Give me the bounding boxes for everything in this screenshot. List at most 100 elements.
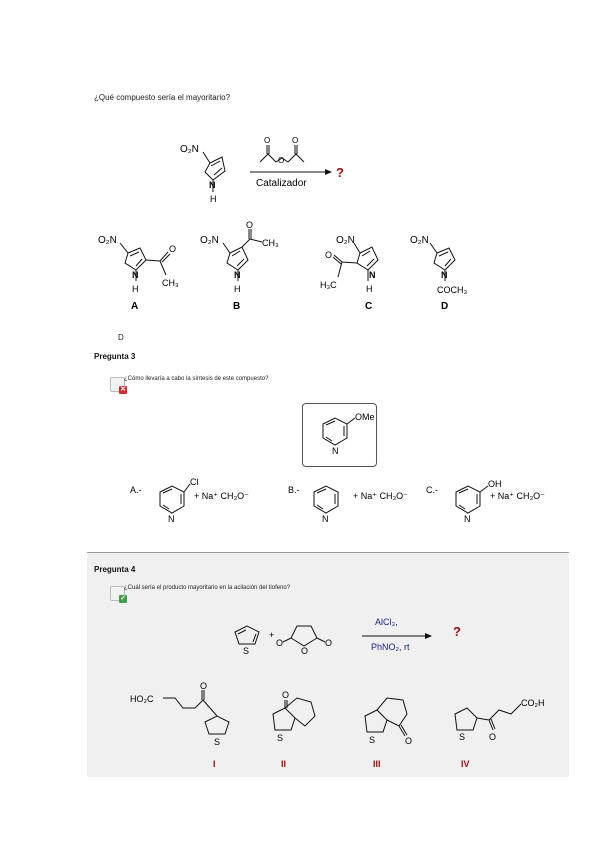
product-iv-o-label: O [489,732,496,742]
q3-target-n-label: N [332,446,339,456]
q3-question-icon: ✕ [110,377,127,394]
q4-panel [87,552,569,777]
option-b-o-label: O [246,220,253,230]
product-i-s-label: S [214,737,220,747]
q1-question-mark: ? [336,165,344,180]
q1-reactant-no2-label: O₂N [180,144,199,155]
q4-reaction-scheme: S + O O O AlCl₃, PhNO₂, rt ? [234,617,461,656]
q4-reagent-top: AlCl₃, [375,617,398,627]
product-ii-o-label: O [282,690,289,700]
q3-option-b-n-label: N [322,514,329,524]
anhydride-o-right: O [325,638,332,648]
option-d-no2-label: O₂N [410,235,429,246]
option-c-o-label: O [325,250,332,260]
q3-prompt: ¿Cómo llevaría a cabo la síntesis de est… [124,376,269,382]
q3-option-b-reagent: + Na⁺ CH₃O⁻ [353,491,408,501]
check-badge-icon: ✓ [119,595,127,603]
option-b-structure [222,229,263,281]
thiophene-structure [234,625,260,645]
product-iv-s-label: S [459,732,465,742]
q3-target-ome-label: OMe [355,412,375,422]
q4-prompt: ¿Cuál sería el producto mayoritario en l… [124,585,291,591]
option-a-ch3-label: CH₃ [162,278,179,288]
q3-title: Pregunta 3 [94,352,136,361]
product-iv-numeral: IV [461,759,470,769]
q3-target-box: OMe N [302,403,377,467]
option-b-n-label: N [234,270,241,280]
option-d-coch3-label: COCH₃ [437,285,467,295]
q1-reactant-n-label: N [209,180,216,190]
q3-option-a-reagent: + Na⁺ CH₃O⁻ [194,491,249,501]
q4-reaction-arrow [362,633,432,639]
option-b-letter: B [233,301,240,312]
q3-option-c-reagent: + Na⁺ CH₃O⁻ [490,491,545,501]
q3-option-c-n-label: N [464,514,471,524]
option-c-n-label: N [369,270,376,280]
product-i-numeral: I [213,759,216,769]
option-a-no2-label: O₂N [98,235,117,246]
q3-option-c-letter: C.- [426,485,438,495]
product-ii-s-label: S [277,733,283,743]
product-iv-group-label: CO₂H [521,698,545,708]
succinic-anhydride-structure [282,625,326,647]
cross-badge-icon: ✕ [119,386,127,394]
option-c-h-label: H [366,284,373,294]
anhydride-o1-label: O [264,136,270,145]
product-iii-s-label: S [369,735,375,745]
acetic-anhydride-structure [259,145,305,163]
product-ii-structure [272,697,316,731]
product-iv-structure [454,703,522,731]
option-a-o-label: O [169,244,176,254]
option-c-no2-label: O₂N [336,235,355,246]
q1-reaction-arrow [250,169,332,175]
product-iii-numeral: III [373,759,381,769]
option-b-ch3-label: CH₃ [262,238,279,248]
q1-selected-answer: D [118,333,124,342]
option-c-h3c-label: H₃C [320,280,337,290]
anhydride-o-left: O [276,638,283,648]
option-a-letter: A [131,301,138,312]
q1-reaction-scheme: O₂N N H O O O Catalizador ? [180,136,344,204]
q1-prompt: ¿Qué compuesto sería el mayoritario? [94,93,231,102]
q3-option-b-letter: B.- [288,485,300,495]
option-a-h-label: H [132,284,139,294]
q1-options: O₂N O CH₃ N H A O₂N O CH₃ N H B O₂N O H₃… [98,220,467,312]
q4-products: HO₂C O S I O S II O S III CO₂H O S IV [130,681,545,769]
q4-question-icon: ✓ [110,586,127,603]
option-b-h-label: H [234,284,241,294]
option-a-n-label: N [132,270,139,280]
option-d-letter: D [441,301,448,312]
q3-option-c-structure [455,485,489,514]
product-i-o-label: O [200,681,207,691]
product-i-group-label: HO₂C [130,694,154,704]
anhydride-o2-label: O [278,156,284,165]
q3-option-b-structure [313,485,339,514]
option-a-structure [119,242,171,281]
product-iii-structure [364,697,408,737]
option-d-n-label: N [441,270,448,280]
anhydride-o-ring: O [301,646,308,656]
q3-option-a-letter: A.- [130,485,142,495]
option-c-letter: C [365,301,372,312]
q3-option-c-oh-label: OH [488,479,502,489]
q4-plus: + [269,630,274,640]
option-c-structure [332,242,379,281]
product-iii-o-label: O [405,736,412,746]
thiophene-s-label: S [243,646,249,656]
option-b-no2-label: O₂N [200,235,219,246]
q1-reactant-h-label: H [210,194,217,204]
q1-reactant-structure [202,151,226,192]
q3-option-a-n-label: N [168,514,175,524]
option-d-structure [429,242,456,281]
q3-option-a-structure [159,483,191,514]
product-ii-numeral: II [281,759,286,769]
q4-reagent-bottom: PhNO₂, rt [371,642,410,652]
q4-question-mark: ? [453,624,461,639]
q3-target-structure: OMe N [322,412,375,456]
product-i-structure [163,690,230,735]
anhydride-o3-label: O [292,136,298,145]
q4-title: Pregunta 4 [94,565,136,574]
catalyst-label: Catalizador [256,178,307,189]
q3-options: A.- Cl N + Na⁺ CH₃O⁻ B.- N + Na⁺ CH₃O⁻ C… [130,477,545,524]
q3-option-a-cl-label: Cl [190,477,199,487]
